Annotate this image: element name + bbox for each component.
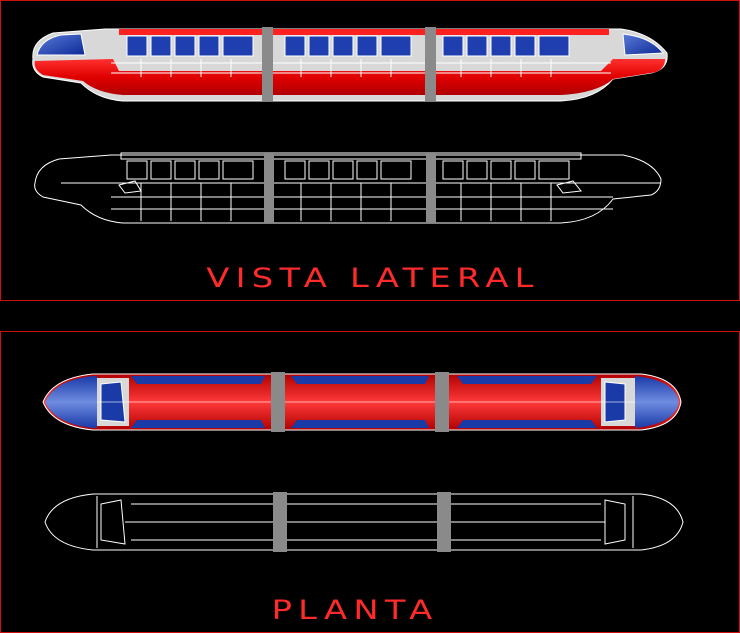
outline-side-panel-lines [61,180,661,221]
plan-view-drawing [42,372,684,552]
colored-plan-train [42,372,682,432]
plan-train-joint-1 [271,372,285,432]
plan-train-roof-stripes [131,376,597,428]
side-train-joint-1 [262,27,273,101]
outline-side-hull [34,154,662,224]
plan-train-joint-2 [435,372,449,432]
side-train-windows [126,35,570,57]
side-train-red-belt [34,59,665,95]
side-view-drawing [32,27,668,224]
plan-train-rear-nose [635,376,679,428]
outline-plan-train [44,492,684,552]
outline-plan-rear-cab [604,499,626,545]
side-train-rear-nose [622,33,664,56]
outline-plan-joint-2 [437,492,451,552]
side-train-front-nose [36,33,86,56]
side-view-label: VISTA LATERAL [206,263,540,294]
outline-plan-front-cab [100,499,126,545]
side-train-roof [119,29,609,35]
colored-side-train [32,27,668,102]
outline-side-joint-1 [264,153,274,223]
plan-view-label: PLANTA [271,595,439,626]
outline-side-train [34,152,662,224]
side-train-panel-lines [111,59,611,77]
side-train-joint-2 [425,27,436,101]
outline-side-joint-2 [426,153,436,223]
plan-view-panel: PLANTA [0,331,740,633]
outline-side-windows [126,160,570,180]
plan-train-front-nose [45,376,97,428]
outline-plan-joint-1 [273,492,287,552]
outline-plan-hull [44,493,684,551]
side-view-panel: VISTA LATERAL [0,0,740,301]
outline-side-roof [120,152,582,160]
